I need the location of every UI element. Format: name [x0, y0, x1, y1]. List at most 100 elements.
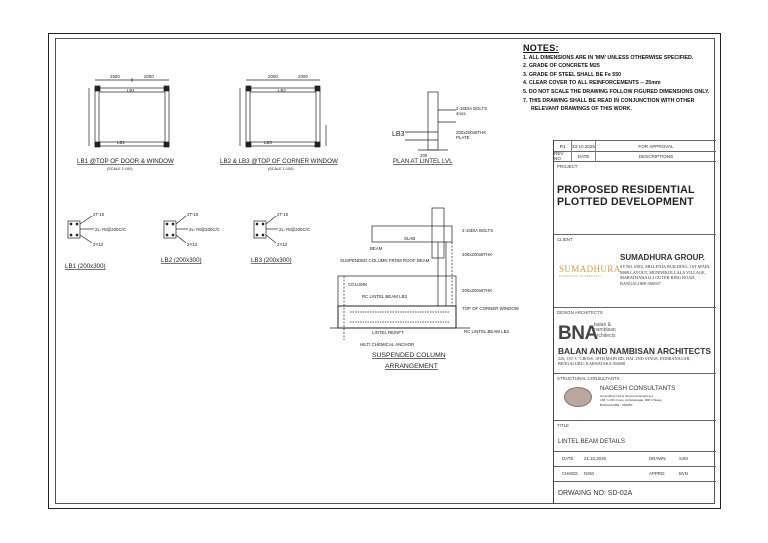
note-item: 1. ALL DIMENSIONS ARE IN 'MM' UNLESS OTH… — [523, 54, 694, 61]
susp-lintel: RC LINTEL BEAM LB3 — [362, 294, 408, 299]
note-item: 7. THIS DRAWING SHALL BE READ IN CONJUNC… — [523, 97, 695, 104]
susp-lintel2: RC LINTEL BEAM LB3 — [464, 329, 510, 334]
susp-reinf: LINTEL REINFT. — [372, 330, 405, 335]
lb1-dim-b: 2000 — [144, 74, 154, 79]
consultant-section: STRUCTURAL CONSULTANTS — [554, 374, 716, 421]
susp-title-1: SUSPENDED COLUMN — [372, 352, 446, 359]
susp-corner: TOP OF CORNER WINDOW — [462, 306, 520, 311]
sec-lb1-top: 2T-10 — [93, 212, 105, 217]
consultant-details: Consulting Civil & Structural Engineers … — [600, 394, 663, 407]
date-value: 21.10.2025 — [584, 456, 606, 461]
title-section: TITLE — [554, 421, 716, 452]
sec-lb1-stir: 2L-Y8@200C/C — [95, 227, 126, 232]
susp-beam: BEAM — [370, 246, 383, 251]
plan-lb3-tag: LB3 — [392, 131, 405, 138]
apprd-value: BVN — [679, 471, 689, 476]
chkd-label: CHKED: — [562, 471, 579, 476]
lb23-title: LB2 & LB3 @TOP OF CORNER WINDOW — [220, 158, 338, 165]
drawing-title: LINTEL BEAM DETAILS — [558, 438, 626, 445]
chkd-value: NSM — [584, 471, 594, 476]
client-section: CLIENT — [554, 235, 716, 308]
project-section: PROJECT — [554, 162, 716, 235]
check-row: CHKED: NSM APPRD: BVN — [554, 467, 716, 482]
sec-lb3-title: LB3 (200x300) — [251, 257, 292, 264]
consultant-name: NAGESH CONSULTANTS — [600, 385, 676, 392]
plan-bolts: 2-16DIA BOLTS — [456, 106, 487, 111]
architect-name: BALAN AND NAMBISAN ARCHITECTS — [558, 346, 711, 356]
title-block: R1 23.10.2025 FOR APPROVAL REV NO DATE D… — [553, 140, 716, 504]
dwg-label: DRWAING NO: — [558, 490, 606, 497]
drawn-label: DRAWN: — [649, 456, 667, 461]
plan-dim: 200 — [420, 153, 428, 158]
susp-plate: 200x200x8THK — [462, 252, 492, 257]
project-label: PROJECT — [557, 164, 578, 169]
susp-anchor: HILTI CHEMICAL ANCHOR — [360, 342, 414, 347]
plan-plate: 200x200x8THK — [456, 130, 486, 135]
architect-section: DESIGN ARCHITECTS — [554, 308, 716, 374]
section-lb3-drawing — [253, 215, 278, 244]
rev-desc: FOR APPROVAL — [638, 143, 674, 149]
sec-lb2-bot: 2Y12 — [187, 242, 198, 247]
susp-title-2: ARRANGEMENT — [385, 363, 438, 370]
lb23-frame-drawing — [239, 79, 327, 148]
susp-hang: SUSPENDED COLUMN FROM ROOF BEAM — [340, 258, 430, 263]
lb23-scale: (SCALE 1:100) — [268, 167, 294, 171]
client-label: CLIENT — [557, 237, 573, 242]
note-item: RELEVANT DRAWINGS OF THIS WORK. — [531, 106, 632, 113]
revision-header-row: REV NO DATE DESCRIPTIONS — [554, 151, 716, 162]
sec-lb2-title: LB2 (200x300) — [161, 257, 202, 264]
plan-lintel-drawing — [405, 91, 456, 151]
suspended-column-drawing — [330, 207, 470, 340]
sec-lb1-title: LB1 (200x300) — [65, 263, 106, 270]
susp-slab: SLAB — [404, 236, 415, 241]
consultant-seal-icon — [564, 387, 592, 407]
sec-lb1-bot: 2Y12 — [93, 242, 104, 247]
lb1-scale: (SCALE 1:100) — [107, 167, 133, 171]
notes-heading: NOTES: — [523, 43, 559, 53]
hdr-rev: REV NO — [554, 151, 572, 161]
title-label: TITLE — [557, 423, 569, 428]
susp-plate2: 200x200x8THK — [462, 288, 492, 293]
plan-title: PLAN AT LINTEL LVL — [393, 158, 453, 165]
consultant-label: STRUCTURAL CONSULTANTS — [557, 376, 620, 381]
client-name: SUMADHURA GROUP. — [620, 253, 705, 262]
lb23-dim-b: 2000 — [298, 74, 308, 79]
notes-block: NOTES: 1. ALL DIMENSIONS ARE IN 'MM' UNL… — [523, 44, 718, 114]
hdr-desc: DESCRIPTIONS — [638, 153, 674, 159]
lb23-beam-bottom: LB3 — [264, 140, 272, 145]
date-row: DATE: 21.10.2025 DRAWN: SJM — [554, 452, 716, 467]
section-lb1-drawing — [67, 215, 94, 244]
lb23-beam-top: LB2 — [278, 88, 286, 93]
susp-bolts: 2-16DIA BOLTS — [462, 228, 493, 233]
rev-date: 23.10.2025 — [572, 141, 596, 151]
dwg-value: SD-02A — [607, 490, 633, 497]
drawn-value: SJM — [679, 456, 688, 461]
sec-lb3-bot: 2Y12 — [277, 242, 288, 247]
sec-lb2-top: 2T-10 — [187, 212, 199, 217]
apprd-label: APPRD: — [649, 471, 666, 476]
architect-address: 226, 1ST 'C' CROSS, 10TH MAIN RD, HAL 2N… — [558, 356, 691, 367]
project-name: PROPOSED RESIDENTIAL PLOTTED DEVELOPMENT — [557, 184, 695, 208]
susp-col: COLUMN — [348, 282, 367, 287]
client-address: SY.NO.108/2, MILLENIA BUILDING, 1ST MAIN… — [620, 264, 711, 286]
architect-label: DESIGN ARCHITECTS — [557, 310, 603, 315]
note-item: 4. CLEAR COVER TO ALL REINFORCEMENTS -- … — [523, 80, 661, 87]
sec-lb2-stir: 2L-Y8@200C/C — [189, 227, 220, 232]
lb1-beam-top: LB1 — [127, 88, 135, 93]
lb1-dim-a: 2500 — [110, 74, 120, 79]
drawing-number: DRWAING NO: SD-02A — [558, 490, 632, 497]
lb1-frame-drawing — [88, 78, 170, 148]
revision-row: R1 23.10.2025 FOR APPROVAL — [554, 140, 716, 152]
hdr-date: DATE — [572, 151, 596, 161]
lb1-beam-bottom: LB1 — [117, 140, 125, 145]
plan-bolts-sub: 4nos. — [456, 111, 467, 116]
date-label: DATE: — [562, 456, 575, 461]
sec-lb3-stir: 2L-Y8@200C/C — [279, 227, 310, 232]
note-item: 5. DO NOT SCALE THE DRAWING FOLLOW FIGUR… — [523, 88, 710, 95]
architect-logo: BNA — [558, 323, 598, 344]
section-lb2-drawing — [163, 215, 188, 244]
drawing-frame — [55, 38, 715, 504]
architect-logo-sub: balan & nambisan architects — [594, 322, 616, 339]
